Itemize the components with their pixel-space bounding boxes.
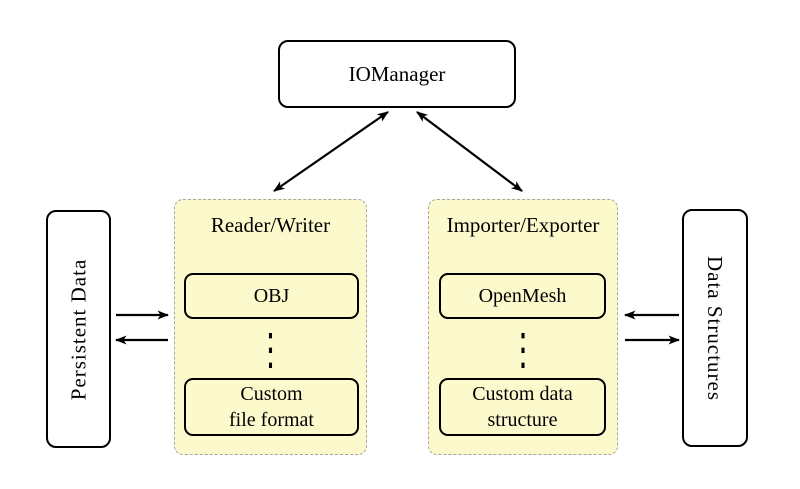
importer-exporter-title: Importer/Exporter (446, 213, 600, 237)
node-obj: OBJ (184, 273, 359, 319)
group-reader-writer: Reader/Writer OBJ ⋮ Custom file format (174, 199, 367, 455)
persistent-data-label: Persistent Data (66, 258, 90, 400)
vertical-ellipsis-left: ⋮ (255, 324, 286, 376)
openmesh-label: OpenMesh (478, 285, 567, 307)
group-importer-exporter: Importer/Exporter OpenMesh ⋮ Custom data… (428, 199, 618, 455)
iomanager-label: IOManager (348, 61, 446, 86)
custom-data-structure-line1: Custom data (472, 383, 573, 405)
custom-file-format-line2: file format (229, 409, 314, 431)
reader-writer-title: Reader/Writer (210, 213, 331, 237)
data-structures-label: Data Structures (703, 255, 728, 401)
obj-label: OBJ (253, 285, 290, 307)
arrow-iomanager-readerwriter (273, 111, 389, 192)
node-persistent-data: Persistent Data (46, 210, 111, 448)
node-custom-data-structure: Custom data structure (439, 378, 606, 436)
node-custom-file-format: Custom file format (184, 378, 359, 436)
custom-data-structure-line2: structure (487, 409, 558, 431)
vertical-ellipsis-right: ⋮ (508, 324, 538, 376)
node-iomanager: IOManager (278, 40, 516, 108)
arrow-iomanager-importerexporter (416, 111, 523, 192)
node-data-structures: Data Structures (682, 209, 748, 447)
custom-file-format-line1: Custom (240, 383, 303, 405)
node-openmesh: OpenMesh (439, 273, 606, 319)
